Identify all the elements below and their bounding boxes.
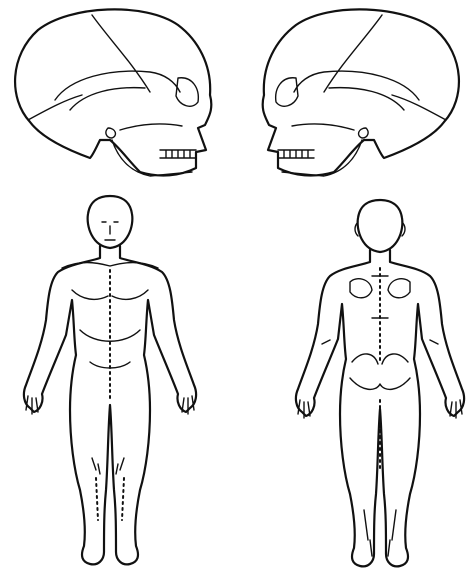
skull-temporal-line-inner xyxy=(70,88,145,110)
skull-suture-coronal xyxy=(92,15,150,92)
scapula-right xyxy=(388,279,410,298)
skull-suture-lambdoid xyxy=(28,95,82,120)
skull-teeth xyxy=(160,150,196,158)
skull-teeth xyxy=(278,150,314,158)
skull-temporal-line-inner xyxy=(329,88,404,110)
skull-zygomatic-arch xyxy=(292,124,354,130)
scapula-left xyxy=(350,279,372,298)
skull-ear-canal xyxy=(106,128,116,138)
skull-left-lateral xyxy=(263,9,459,176)
skull-suture-lambdoid xyxy=(392,95,446,120)
skull-right-lateral xyxy=(15,9,211,176)
body-posterior xyxy=(296,200,464,566)
body-anterior xyxy=(24,196,196,564)
skull-ear-canal xyxy=(359,128,369,138)
skull-suture-coronal xyxy=(324,15,382,92)
skull-temporal-line xyxy=(294,71,419,100)
shin-left-marks xyxy=(96,478,98,520)
skull-temporal-line xyxy=(55,71,180,100)
calf-marks xyxy=(364,510,396,556)
ear-marks xyxy=(355,222,405,236)
shin-right-marks xyxy=(122,478,124,520)
skull-zygomatic-arch xyxy=(120,124,182,130)
head xyxy=(358,200,403,252)
face-features xyxy=(102,222,118,240)
